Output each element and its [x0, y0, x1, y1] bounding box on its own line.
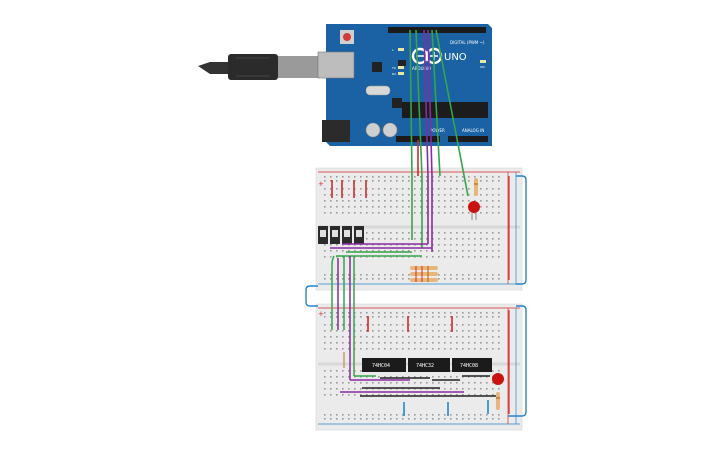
- analog-header[interactable]: [448, 136, 488, 142]
- chip-74hc32-label: 74HC32: [416, 363, 434, 369]
- arduino-uno-board[interactable]: UNO ARDUINO DIGITAL (PWM ~) POWER ANALOG…: [317, 24, 492, 146]
- wires-horizontal-top[interactable]: [330, 243, 432, 257]
- power-header[interactable]: [396, 136, 440, 142]
- power-jack[interactable]: [322, 120, 350, 142]
- wires-bottom-board[interactable]: [340, 352, 496, 416]
- chip-74hc08-label: 74HC08: [460, 363, 478, 369]
- on-label: ON: [480, 65, 485, 69]
- chip-74hc08[interactable]: 74HC08: [452, 358, 492, 372]
- atmega-chip: [402, 102, 488, 118]
- svg-text:+: +: [318, 180, 324, 188]
- resistors-top[interactable]: [410, 266, 438, 282]
- wires-vertical-down[interactable]: [331, 255, 355, 380]
- rx-label: RX: [392, 72, 396, 76]
- uno-label: UNO: [444, 52, 467, 63]
- analog-in-label: ANALOG IN: [462, 128, 484, 133]
- red-jumpers-top[interactable]: [331, 180, 367, 198]
- led-bottom[interactable]: [492, 373, 504, 410]
- tx-label: TX: [391, 66, 396, 70]
- arduino-brand-label: ARDUINO: [412, 66, 431, 71]
- led-top[interactable]: [468, 178, 480, 220]
- chip-74hc04-label: 74HC04: [372, 363, 390, 369]
- chip-74hc04[interactable]: 74HC04: [362, 358, 406, 372]
- l-label: L: [392, 48, 394, 52]
- digital-label: DIGITAL (PWM ~): [450, 40, 485, 45]
- slide-switches[interactable]: [318, 226, 364, 244]
- wires-arduino[interactable]: [409, 29, 469, 252]
- chip-74hc32[interactable]: 74HC32: [408, 358, 450, 372]
- rail-jumpers[interactable]: [305, 175, 527, 417]
- svg-text:+: +: [318, 310, 324, 318]
- digital-header[interactable]: [388, 27, 486, 33]
- red-jumpers-bottom[interactable]: [367, 316, 453, 332]
